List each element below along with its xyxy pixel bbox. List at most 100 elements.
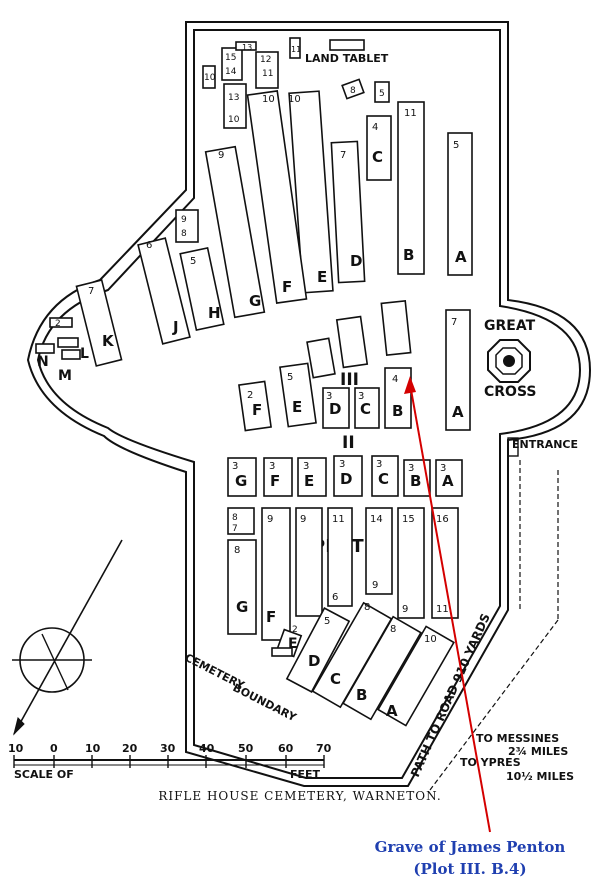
row-letter: K [102,332,115,350]
row-number: 10 [288,94,301,105]
row-number: 3 [376,459,382,470]
row-number: 15 [402,514,415,525]
grave-row [354,387,380,429]
grave-row [333,455,363,497]
grave-row [341,78,365,100]
path-to-road [429,460,559,791]
top-small-blocks: 10 15 14 13 12 11 11 13 10 8 5 9 8 [175,37,390,243]
grave-row [322,387,350,429]
row-number: 8 [350,86,356,96]
grave-row [221,47,243,81]
row-letter: D [340,470,352,488]
grave-row [263,457,293,497]
row-number: 5 [379,89,385,99]
row-letter: B [392,402,403,420]
row-letter: E [288,636,298,652]
row-letter: C [372,148,383,166]
annotation-line-2: (Plot III. B.4) [413,860,527,878]
row-letter: D [308,652,320,670]
row-number: 6 [332,592,338,603]
to-messines-label: TO MESSINES [476,732,559,745]
row-letter: N [37,354,49,370]
row-number: 8 [181,229,187,239]
grave-row [179,246,225,332]
row-letter: C [330,670,341,688]
scale-tick: 50 [238,742,254,755]
ypres-distance: 10½ MILES [506,770,574,783]
scale-tick: 40 [199,742,215,755]
row-number: 5 [190,256,196,267]
row-number: 11 [404,108,417,119]
land-tablet-label: LAND TABLET [305,52,389,65]
grave-row [288,90,334,294]
grave-row [384,367,412,429]
row-number: 9 [218,150,224,161]
row-letter: B [410,472,421,490]
row-number: 5 [324,616,330,627]
to-ypres-label: TO YPRES [460,756,521,769]
row-number: 3 [440,463,446,474]
row-number: 3 [303,461,309,472]
annotation-arrow [404,376,491,833]
row-number: 7 [232,524,238,534]
grave-row [235,41,257,51]
row-number: 11 [262,69,273,79]
great-cross-icon [487,339,531,383]
row-letter: D [350,252,362,270]
scale-tick: 10 [85,742,101,755]
grave-row [75,279,123,367]
row-letter: E [304,472,314,490]
row-letter: J [172,318,179,336]
row-number: 9 [300,514,306,525]
row-number: 12 [260,55,271,65]
plot-iii-rows: 7 A 4 B 3 C 3 D 5 E 2 F [238,300,471,432]
grave-row [255,51,279,89]
row-letter: G [249,292,261,310]
grave-row [271,647,293,657]
row-number: 9 [181,215,187,225]
row-letter: G [236,598,248,616]
row-number: 3 [339,459,345,470]
row-number: 10 [424,634,437,645]
grave-row [175,209,199,243]
row-number: 3 [408,463,414,474]
row-letter: E [317,268,327,286]
grave-row [374,81,390,103]
entrance-label: ENTRANCE [512,438,578,451]
row-number: 2 [247,390,253,401]
row-letter: A [452,403,464,421]
scale-bar [13,755,325,768]
grave-row [397,507,425,619]
row-number: 9 [402,604,408,615]
grave-row [435,459,463,497]
row-number: 13 [228,93,239,103]
row-letter: D [329,400,341,418]
row-number: 2 [55,319,61,329]
grave-row [397,101,425,275]
north-arrow-icon [12,539,123,736]
grave-row [238,380,272,432]
grave-row [57,337,79,348]
map-caption: RIFLE HOUSE CEMETERY, WARNETON. [158,789,442,803]
row-letter: F [270,472,280,490]
grave-row [61,349,81,360]
row-number: 4 [392,374,398,385]
annotation-line-1: Grave of James Penton [374,838,566,856]
grave-row [246,90,308,304]
scale-tick: 60 [278,742,294,755]
row-number: 11 [291,45,301,54]
row-letter: C [378,470,389,488]
grave-row [204,145,266,319]
row-number: 5 [453,140,459,151]
row-number: 10 [228,115,240,125]
cemetery-boundary-label-2: BOUNDARY [231,681,300,725]
row-number: 8 [234,545,240,556]
row-number: 8 [364,602,370,613]
grave-row [335,315,369,369]
grave-row [202,65,216,89]
row-letter: B [356,686,367,704]
cross-label: CROSS [484,384,537,400]
row-letter: F [252,401,262,419]
grave-row [447,132,473,276]
